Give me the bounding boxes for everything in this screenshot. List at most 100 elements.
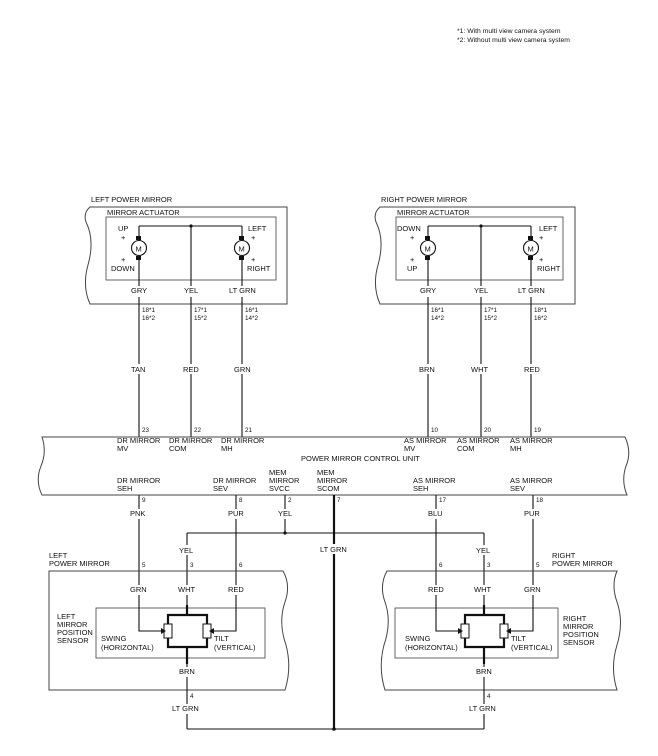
wire-color-pur-left: PUR [228,509,244,518]
label-bg-ltgrn [317,544,351,554]
right-harness-label-bg-3 [520,364,542,374]
right-sensor-pin-6: 6 [439,562,443,569]
scom-junction [332,727,336,731]
cu-term-20-name: AS MIRROR [457,436,500,445]
cu-term-17-name: AS MIRROR [413,476,456,485]
label-bg-blu [425,509,447,519]
left-motor1-top-terminal [136,236,141,240]
left-sensor-mirror-title-2: POWER MIRROR [49,559,110,568]
right-sensor-bottom-color: BRN [476,667,492,676]
right-left-label: LEFT [539,224,558,233]
cu-term-2-sub: SVCC [269,484,290,493]
right-actuator-title: MIRROR ACTUATOR [397,208,470,217]
label-bg-pur-l [225,509,249,519]
footnote-2: *2: Without multi view camera system [457,37,570,44]
footnote-1: *1: With multi view camera system [457,28,561,35]
left-tilt-wiper-icon [209,628,214,634]
cu-term-17-sub: SEH [413,484,428,493]
left-sensor-vcc [166,605,209,624]
wire-color-pnk: PNK [130,509,145,518]
right-motor1-bottom-terminal [425,256,430,260]
left-mirror-harness: 18*1 16*2 17*1 15*2 16*1 14*2 TAN RED GR… [128,297,258,437]
right-plus-2: + [410,255,415,264]
cu-term-18-name: AS MIRROR [510,476,553,485]
left-plus-1: + [121,233,126,242]
right-sensor-tilt-in [511,605,534,632]
right-plus-3: + [539,233,544,242]
cu-term-9-name: DR MIRROR [117,476,161,485]
right-pin-a-3: 18*1 [534,307,547,314]
right-mirror-outline [374,206,576,305]
left-mirror-position-sensor: LEFT POWER MIRROR YEL 5 3 6 GRN WHT RED … [48,545,290,729]
right-pin-b-3: 16*2 [534,315,547,322]
left-tilt-sub: (VERTICAL) [214,643,256,652]
right-motor1-top-terminal [425,236,430,240]
left-bus-color: YEL [179,546,193,555]
left-swing-wiper-icon [161,628,166,634]
cu-term-10-name: AS MIRROR [404,436,447,445]
left-motor2-bottom-terminal [239,256,244,260]
left-sensor-tilt-in [214,605,237,632]
left-sensor-pin-3: 3 [190,562,194,569]
cu-term-8-sub: SEV [213,484,228,493]
right-pin-a-1: 16*1 [431,307,444,314]
label-bg-pnk [127,509,151,519]
right-wire-bg-3 [521,585,545,595]
cu-term-20-sub: COM [457,444,475,453]
right-motor2-bottom-terminal [528,256,533,260]
left-ltgrn-bg [170,704,204,714]
left-wire-bg-2 [176,585,200,595]
left-sensor-label-1: LEFT [57,612,76,621]
cu-term-8-name: DR MIRROR [213,476,257,485]
right-power-mirror-actuator: RIGHT POWER MIRROR MIRROR ACTUATOR DOWN … [374,195,576,305]
right-mirror-position-sensor: RIGHT POWER MIRROR YEL 6 3 5 RED WHT GRN… [380,545,621,729]
left-sensor-mirror-outline [48,570,290,691]
cu-term-2-name: MIRROR [269,476,300,485]
right-pin-a-2: 17*1 [484,307,497,314]
left-wire-color-3: LT GRN [229,286,256,295]
right-sensor-wire-1: RED [428,585,444,594]
right-sensor-vcc [463,605,506,624]
right-swing-label: SWING [405,634,431,643]
cu-pin-23: 23 [142,427,150,434]
right-wire-color-3: LT GRN [518,286,545,295]
right-sensor-label-1: RIGHT [563,614,587,623]
cu-pin-10: 10 [431,427,439,434]
right-tilt-label: TILT [511,634,526,643]
right-tilt-sub: (VERTICAL) [511,643,553,652]
wire-color-ltgrn-scom: LT GRN [320,545,347,554]
left-sensor-gnd [166,638,209,664]
left-wire-bg-3 [225,585,247,595]
left-harness-color-1: TAN [131,365,145,374]
left-plus-3: + [251,233,256,242]
cu-term-9-sub: SEH [117,484,132,493]
control-unit-title: POWER MIRROR CONTROL UNIT [301,454,420,463]
right-ltgrn-bg [467,704,501,714]
right-harness-label-bg-1 [417,364,439,374]
left-wire-color-2: YEL [184,286,198,295]
right-plus-4: + [539,255,544,264]
cu-pin-21: 21 [245,427,253,434]
right-motor2-top-terminal [528,236,533,240]
control-unit-outline [37,436,630,496]
left-sensor-bottom-color: BRN [179,667,195,676]
left-bus-label-bg [178,545,196,555]
cu-term-22-name: DR MIRROR [169,436,213,445]
left-mirror-outline [84,206,288,305]
left-pin-b-2: 15*2 [194,315,207,322]
cu-pin-22: 22 [194,427,202,434]
cu-term-21-name: DR MIRROR [221,436,265,445]
cu-term-23-name: DR MIRROR [117,436,161,445]
right-right-label: RIGHT [537,264,561,273]
left-motor2-icon [233,239,251,257]
left-sensor-label-3: POSITION [57,628,93,637]
cu-pin-2: 2 [288,497,292,504]
right-wire-bg-1 [425,585,447,595]
footnotes: *1: With multi view camera system *2: Wi… [457,28,570,44]
cu-pin-8: 8 [239,497,243,504]
left-down-label: DOWN [111,264,135,273]
left-wire-color-1: GRY [131,286,147,295]
yel-junction [283,531,287,535]
cu-term-19-sub: MH [510,444,522,453]
